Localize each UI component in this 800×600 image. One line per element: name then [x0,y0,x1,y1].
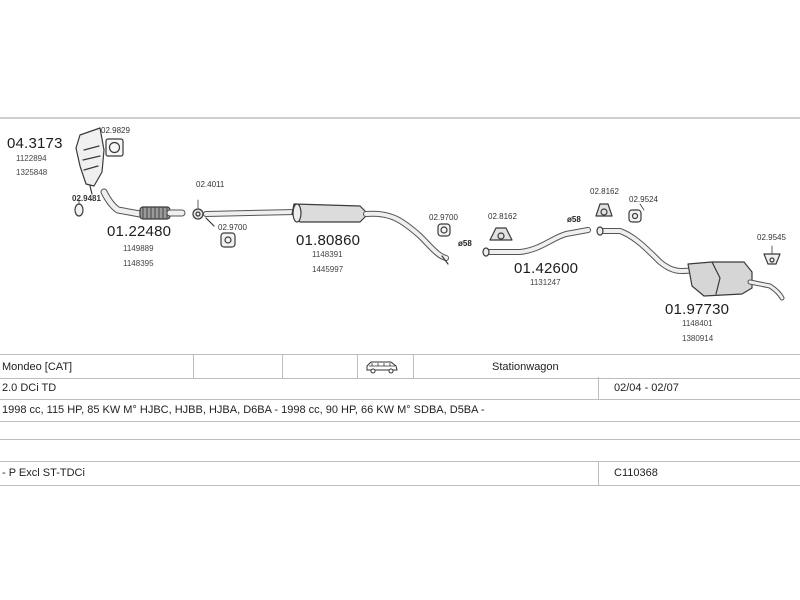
middle-silencer-oem-2: 1445997 [312,265,344,274]
center-pipe-part-number: 01.42600 [514,260,579,277]
rear-silencer-oem-2: 1380914 [682,334,714,343]
catalytic-converter-icon [75,127,105,195]
front-pipe-part-number: 01.22480 [107,223,172,240]
rubber-mount-icon [489,227,513,241]
rubber-a-part-number: 02.8162 [488,212,517,221]
table-row-spec: 1998 cc, 115 HP, 85 KW M° HJBC, HJBB, HJ… [0,399,800,422]
hanger-b-part-number: 02.9700 [429,213,458,222]
table-row-model: Mondeo [CAT] Stationwagon [0,354,800,379]
reference-cell: C110368 [614,467,658,479]
exhaust-diagram-drawing [74,127,785,301]
table-row-engine: 2.0 DCi TD 02/04 - 02/07 [0,377,800,400]
table-row-empty-2 [0,439,800,462]
hanger-icon [437,223,451,237]
spec-cell: 1998 cc, 115 HP, 85 KW M° HJBC, HJBB, HJ… [2,404,485,416]
pipe-diameter-tag-b: ø58 [567,215,581,224]
front-pipe-oem-2: 1148395 [123,259,154,268]
rubber-b-part-number: 02.8162 [590,187,619,196]
ring-gasket-icon [74,203,84,217]
center-pipe-icon [482,227,591,257]
clamp-b-part-number: 02.9524 [629,195,658,204]
cat-part-number: 04.3173 [7,135,63,152]
clamp-a-part-number: 02.4011 [196,180,225,189]
body-type-cell: Stationwagon [492,360,559,373]
hanger-c-part-number: 02.9545 [757,233,786,242]
rear-silencer-icon [596,226,785,301]
model-cell: Mondeo [CAT] [2,360,73,373]
hanger-a-part-number: 02.9700 [218,223,247,232]
rear-silencer-oem-1: 1148401 [682,319,713,328]
cat-oem-1: 1122894 [16,154,47,163]
clamp-icon [628,209,642,223]
variant-cell: - P Excl ST-TDCi [2,467,85,479]
front-pipe-oem-1: 1149889 [123,244,154,253]
top-border [0,117,800,119]
clamp-icon [192,208,204,220]
pipe-diameter-tag-a: ø58 [458,239,472,248]
rubber-mount-icon [595,203,613,217]
engine-cell: 2.0 DCi TD [2,382,57,394]
gasket-icon [105,138,124,157]
years-cell: 02/04 - 02/07 [614,382,679,394]
cat-gasket-part-number: 02.9829 [101,126,130,135]
middle-silencer-part-number: 01.80860 [296,232,361,249]
table-row-variant: - P Excl ST-TDCi C110368 [0,461,800,486]
middle-silencer-oem-1: 1148391 [312,250,343,259]
center-pipe-oem-1: 1131247 [530,278,561,287]
station-wagon-icon [365,355,399,378]
hanger-icon [205,217,236,248]
cat-oem-2: 1325848 [16,168,48,177]
hanger-icon [763,253,781,265]
front-pipe-icon [100,188,186,220]
front-gasket-part-number: 02.9481 [72,194,101,203]
exhaust-diagram: 04.3173 1122894 1325848 02.9829 02.9481 … [7,126,786,343]
rear-silencer-part-number: 01.97730 [665,301,730,318]
middle-silencer-icon [203,203,449,265]
table-row-empty [0,421,800,440]
